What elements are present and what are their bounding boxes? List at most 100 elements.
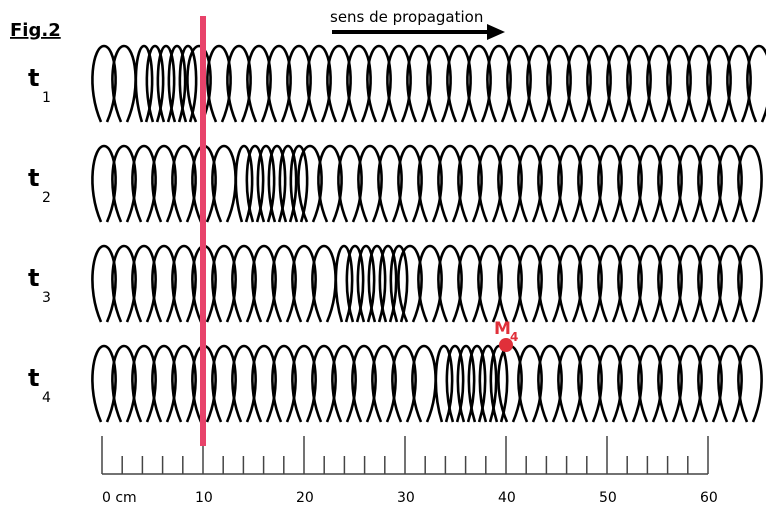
coil-loop xyxy=(366,44,392,123)
coil-loop xyxy=(456,344,476,423)
coil-loop xyxy=(356,244,376,323)
time-label-1: t xyxy=(28,64,39,92)
coil-loop xyxy=(646,44,672,123)
coil-loop xyxy=(389,244,409,323)
coil-loop xyxy=(167,44,187,123)
coil-loop xyxy=(677,144,703,223)
coil-loop xyxy=(597,344,623,423)
coil-loop xyxy=(251,344,277,423)
ruler-label: 50 xyxy=(599,490,617,506)
coil-loop xyxy=(131,244,157,323)
coil-loop xyxy=(271,244,297,323)
springs xyxy=(91,44,766,423)
coil-loop xyxy=(311,344,337,423)
coil-loop xyxy=(626,44,652,123)
coil-loop xyxy=(397,144,423,223)
coil-loop xyxy=(546,44,572,123)
coil-loop xyxy=(417,144,443,223)
coil-loop xyxy=(697,144,723,223)
marker-dot xyxy=(499,338,513,352)
time-subscript-1: 1 xyxy=(42,90,51,106)
coil-loop xyxy=(256,144,276,223)
coil-loop xyxy=(566,44,592,123)
coil-loop xyxy=(91,244,117,323)
coil-loop xyxy=(267,144,287,223)
coil-loop xyxy=(726,44,752,123)
coil-loop xyxy=(577,144,603,223)
ruler-label: 20 xyxy=(296,490,314,506)
coil-loop xyxy=(677,244,703,323)
time-label-3: t xyxy=(28,264,39,292)
coil-loop xyxy=(291,244,317,323)
coil-loop xyxy=(686,44,712,123)
coil-loop xyxy=(317,144,343,223)
coil-loop xyxy=(231,344,257,423)
time-label-4: t xyxy=(28,364,39,392)
coil-loop xyxy=(517,344,543,423)
spring-row-4 xyxy=(91,344,763,423)
coil-loop xyxy=(445,344,465,423)
coil-loop xyxy=(489,344,509,423)
coil-loop xyxy=(597,244,623,323)
coil-loop xyxy=(331,344,357,423)
coil-loop xyxy=(357,144,383,223)
marker-subscript: 4 xyxy=(510,330,518,344)
coil-loop xyxy=(486,44,512,123)
coil-loop xyxy=(291,344,317,423)
coil-loop xyxy=(617,244,643,323)
coil-loop xyxy=(346,44,372,123)
coil-loop xyxy=(437,144,463,223)
coil-loop xyxy=(245,144,265,223)
coil-loop xyxy=(266,44,292,123)
coil-loop xyxy=(151,144,177,223)
coil-loop xyxy=(517,144,543,223)
time-subscript-4: 4 xyxy=(42,390,51,406)
coil-loop xyxy=(337,144,363,223)
coil-loop xyxy=(597,144,623,223)
direction-arrow: sens de propagation xyxy=(330,8,505,40)
coil-loop xyxy=(737,244,763,323)
spring-row-2 xyxy=(91,144,763,223)
coil-loop xyxy=(737,344,763,423)
coil-loop xyxy=(178,44,198,123)
coil-loop xyxy=(271,344,297,423)
coil-loop xyxy=(497,144,523,223)
coil-loop xyxy=(457,144,483,223)
direction-label: sens de propagation xyxy=(330,8,483,26)
spring-row-1 xyxy=(91,44,766,123)
coil-loop xyxy=(537,344,563,423)
coil-loop xyxy=(577,244,603,323)
time-label-2: t xyxy=(28,164,39,192)
coil-loop xyxy=(397,244,423,323)
coil-loop xyxy=(417,244,443,323)
coil-loop xyxy=(617,344,643,423)
coil-loop xyxy=(345,244,365,323)
ruler-label: 60 xyxy=(700,490,718,506)
coil-loop xyxy=(306,44,332,123)
coil-loop xyxy=(477,144,503,223)
coil-loop xyxy=(377,144,403,223)
marker-label: M xyxy=(494,319,511,339)
coil-loop xyxy=(657,244,683,323)
coil-loop xyxy=(367,244,387,323)
time-subscript-3: 3 xyxy=(42,290,51,306)
ruler-label: 10 xyxy=(195,490,213,506)
coil-loop xyxy=(378,244,398,323)
coil-loop xyxy=(478,344,498,423)
coil-loop xyxy=(446,44,472,123)
coil-loop xyxy=(506,44,532,123)
coil-loop xyxy=(386,44,412,123)
coil-loop xyxy=(278,144,298,223)
coil-loop xyxy=(211,244,237,323)
coil-loop xyxy=(391,344,417,423)
coil-loop xyxy=(211,344,237,423)
coil-loop xyxy=(131,144,157,223)
coil-loop xyxy=(717,244,743,323)
coil-loop xyxy=(437,244,463,323)
coil-loop xyxy=(334,244,354,323)
coil-loop xyxy=(557,244,583,323)
coil-loop xyxy=(637,144,663,223)
coil-loop xyxy=(231,244,257,323)
